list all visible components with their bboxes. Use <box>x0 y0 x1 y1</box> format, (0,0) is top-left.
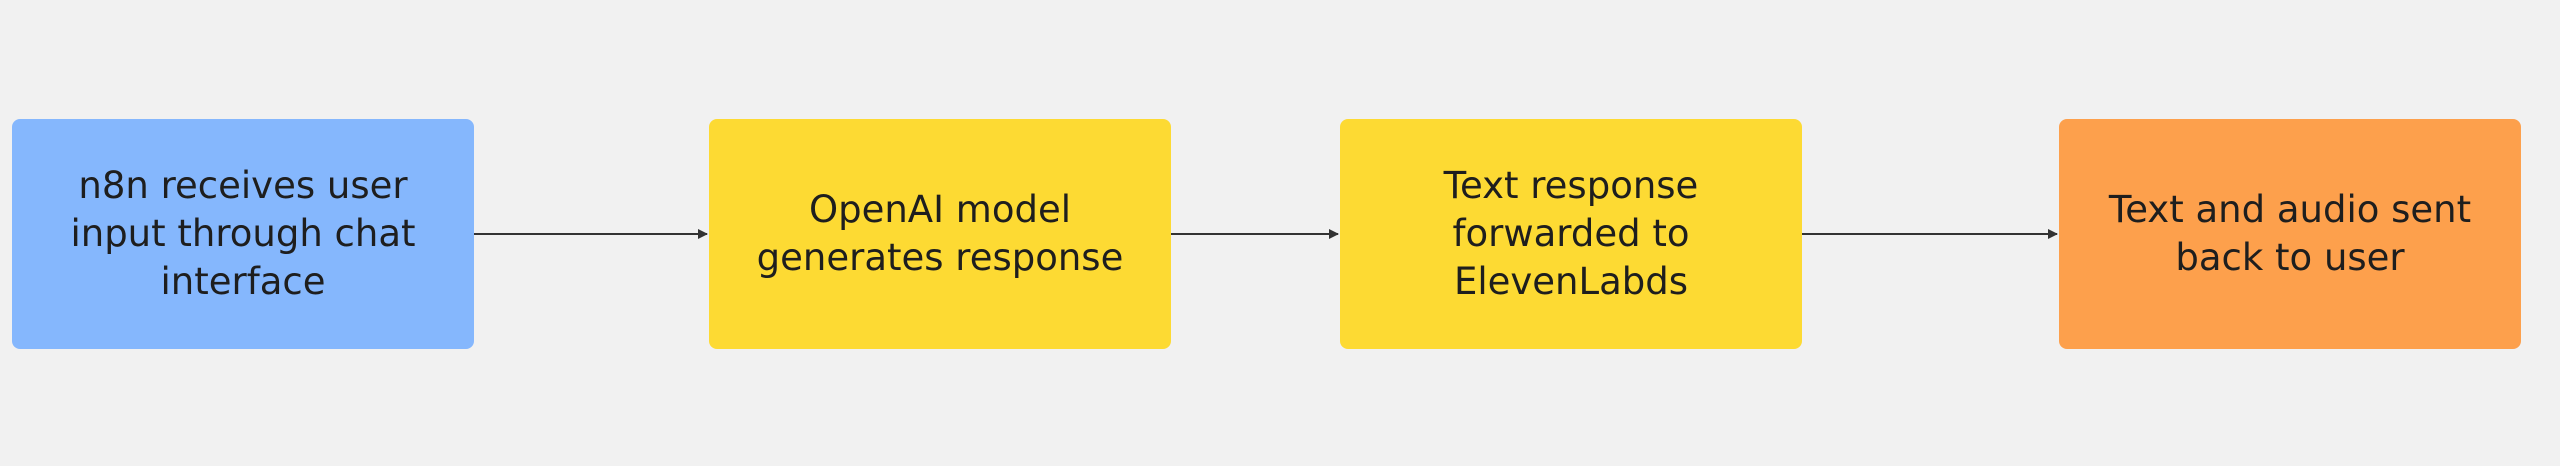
step-node-send-back: Text and audio sent back to user <box>2059 119 2521 349</box>
step-label-user-input: n8n receives user input through chat int… <box>70 164 416 303</box>
step-label-openai-response: OpenAI model generates response <box>756 188 1124 279</box>
step-node-elevenlabs-forward: Text response forwarded to ElevenLabds <box>1340 119 1802 349</box>
step-node-user-input: n8n receives user input through chat int… <box>12 119 474 349</box>
step-node-openai-response: OpenAI model generates response <box>709 119 1171 349</box>
step-label-elevenlabs-forward: Text response forwarded to ElevenLabds <box>1443 164 1699 303</box>
step-label-send-back: Text and audio sent back to user <box>2108 188 2472 279</box>
